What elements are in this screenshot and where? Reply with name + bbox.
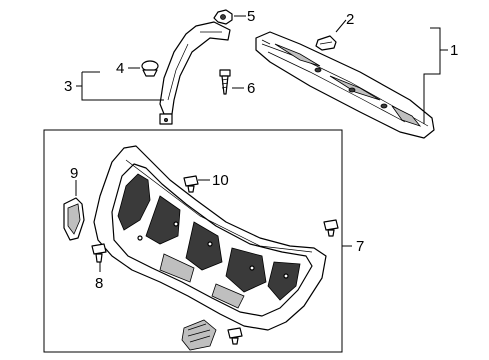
package-tray-panel xyxy=(255,31,435,139)
trunk-lid-trim-panel xyxy=(93,145,327,331)
callout-7: 7 xyxy=(356,238,364,255)
pillar-trim xyxy=(159,21,231,125)
callout-3: 3 xyxy=(64,78,72,95)
push-clip-10 xyxy=(183,175,199,193)
push-clip-bottom xyxy=(227,327,243,345)
callout-4: 4 xyxy=(116,60,124,77)
leader-lines xyxy=(75,15,448,272)
push-clip-2 xyxy=(315,35,337,51)
push-clip-8 xyxy=(91,243,107,263)
callout-9: 9 xyxy=(70,165,78,182)
callout-6: 6 xyxy=(247,80,255,97)
callout-1: 1 xyxy=(450,42,458,59)
callout-5: 5 xyxy=(247,8,255,25)
callout-8: 8 xyxy=(95,275,103,292)
screw-6 xyxy=(219,69,231,95)
grille-pad xyxy=(181,319,217,351)
assembly-frame xyxy=(43,129,343,353)
push-clip-right xyxy=(323,219,339,237)
callout-10: 10 xyxy=(212,172,229,189)
handle-9 xyxy=(63,197,85,241)
nut-5 xyxy=(213,9,233,25)
push-clip-4 xyxy=(141,60,159,77)
callout-2: 2 xyxy=(346,11,354,28)
